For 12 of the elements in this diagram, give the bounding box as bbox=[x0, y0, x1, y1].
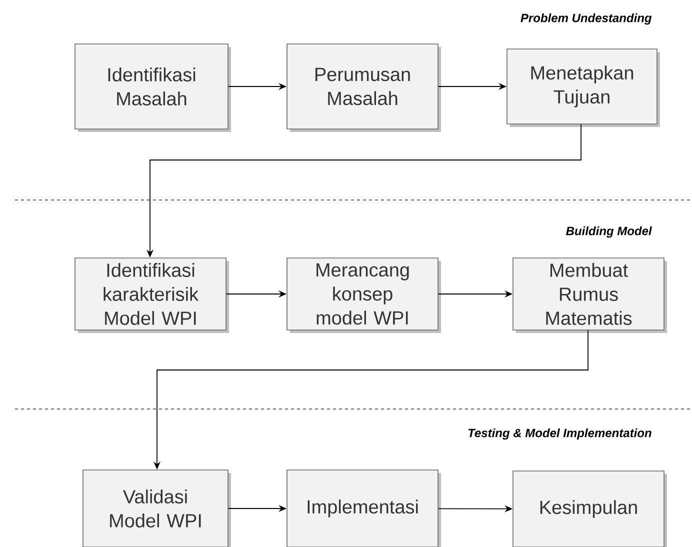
process-box: Identifikasi karakterisik Model WPI bbox=[74, 258, 229, 333]
process-box: Menetapkan Tujuan bbox=[506, 48, 660, 127]
process-box: Validasi Model WPI bbox=[82, 470, 231, 547]
section-heading: Building Model bbox=[566, 226, 652, 238]
section-heading: Problem Undestanding bbox=[520, 13, 652, 25]
process-box: Membuat Rumus Matematis bbox=[512, 258, 667, 333]
process-box: Kesimpulan bbox=[512, 470, 667, 547]
process-box: Identifikasi Masalah bbox=[74, 44, 231, 132]
process-box: Perumusan Masalah bbox=[286, 44, 441, 132]
process-box: Merancang konsep model WPI bbox=[286, 258, 441, 333]
process-box: Implementasi bbox=[286, 470, 441, 547]
section-heading: Testing & Model Implementation bbox=[468, 428, 652, 440]
